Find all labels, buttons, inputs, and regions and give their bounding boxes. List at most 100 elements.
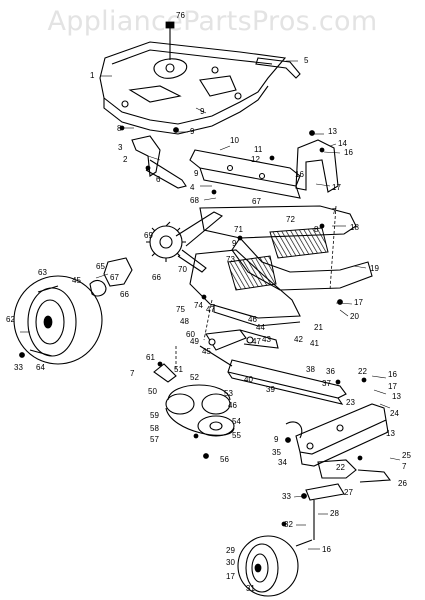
callout: 64 bbox=[36, 363, 45, 372]
callout: 7 bbox=[130, 369, 135, 378]
callout: 1 bbox=[90, 71, 95, 80]
side-rail bbox=[189, 205, 373, 327]
callout: 75 bbox=[176, 305, 185, 314]
callout: 55 bbox=[232, 431, 241, 440]
callout: 17 bbox=[388, 382, 397, 391]
callout: 22 bbox=[358, 367, 367, 376]
callout: 17 bbox=[332, 183, 341, 192]
callout: 73 bbox=[226, 255, 235, 264]
callout: 66 bbox=[120, 290, 129, 299]
front-wheel bbox=[237, 535, 313, 597]
callout: 72 bbox=[286, 215, 295, 224]
axle-bracket bbox=[103, 257, 133, 287]
leader-lines bbox=[20, 60, 401, 550]
callout: 54 bbox=[232, 417, 241, 426]
callout: 8 bbox=[117, 124, 122, 133]
callout: 38 bbox=[306, 365, 315, 374]
callout: 13 bbox=[328, 127, 337, 136]
rear-wheel bbox=[13, 275, 103, 365]
callout: 48 bbox=[180, 317, 189, 326]
callout: 2 bbox=[123, 155, 128, 164]
callout: 16 bbox=[388, 370, 397, 379]
callout: 67 bbox=[110, 273, 119, 282]
callout: 16 bbox=[344, 148, 353, 157]
callout: 18 bbox=[350, 223, 359, 232]
belt-pulley-assembly bbox=[153, 363, 235, 437]
callout: 47 bbox=[206, 305, 215, 314]
callout: 45 bbox=[72, 276, 81, 285]
callout: 53 bbox=[224, 389, 233, 398]
callout: 37 bbox=[322, 379, 331, 388]
callout: 43 bbox=[262, 335, 271, 344]
callout: 10 bbox=[230, 136, 239, 145]
callout: 9 bbox=[232, 239, 237, 248]
callout: 9 bbox=[190, 127, 195, 136]
callout: 31 bbox=[246, 584, 255, 593]
callout: 56 bbox=[220, 455, 229, 464]
front-axle bbox=[295, 403, 389, 467]
callout: 71 bbox=[234, 225, 243, 234]
callout: 76 bbox=[176, 11, 185, 20]
callout: 62 bbox=[6, 315, 15, 324]
callout: 3 bbox=[118, 143, 123, 152]
long-linkage bbox=[199, 345, 347, 405]
callout: 49 bbox=[190, 337, 199, 346]
callout: 34 bbox=[278, 458, 287, 467]
callout: 46 bbox=[248, 315, 257, 324]
callout: 63 bbox=[38, 268, 47, 277]
callout: 5 bbox=[304, 56, 309, 65]
callout: 6 bbox=[156, 175, 161, 184]
callout: 51 bbox=[174, 365, 183, 374]
callout: 16 bbox=[295, 170, 304, 179]
callout: 59 bbox=[150, 411, 159, 420]
pivot-arm bbox=[205, 329, 279, 351]
callout: 9 bbox=[194, 169, 199, 178]
callout: 17 bbox=[354, 298, 363, 307]
callout: 9 bbox=[200, 107, 205, 116]
callout: 27 bbox=[344, 488, 353, 497]
callout: 47 bbox=[252, 337, 261, 346]
callout: 8 bbox=[314, 225, 319, 234]
callout: 42 bbox=[294, 335, 303, 344]
callout: 22 bbox=[336, 463, 345, 472]
dashed-guide bbox=[203, 299, 213, 341]
callout: 74 bbox=[194, 301, 203, 310]
callout: 41 bbox=[310, 339, 319, 348]
callout: 50 bbox=[148, 387, 157, 396]
callout: 52 bbox=[190, 373, 199, 382]
dashed-guide bbox=[329, 205, 337, 291]
callout: 26 bbox=[398, 479, 407, 488]
callout: 58 bbox=[150, 424, 159, 433]
callout: 30 bbox=[226, 558, 235, 567]
hardware-fasteners bbox=[19, 125, 367, 527]
callout: 7 bbox=[402, 462, 407, 471]
callout: 7 bbox=[332, 207, 337, 216]
callout: 68 bbox=[190, 196, 199, 205]
watermark: AppliancePartsPros.com bbox=[47, 6, 378, 37]
callout: 12 bbox=[251, 155, 260, 164]
callout: 25 bbox=[402, 451, 411, 460]
shift-lever bbox=[255, 57, 301, 79]
callout: 24 bbox=[390, 409, 399, 418]
callout: 60 bbox=[186, 330, 195, 339]
callout: 33 bbox=[282, 492, 291, 501]
callout: 32 bbox=[284, 520, 293, 529]
callout: 11 bbox=[254, 145, 263, 154]
callout: 21 bbox=[314, 323, 323, 332]
callout: 61 bbox=[146, 353, 155, 362]
sprocket-assembly bbox=[146, 211, 223, 273]
callout-numbers: 76 1 5 8 9 9 3 2 6 9 10 11 12 13 14 16 1… bbox=[6, 11, 411, 593]
callout: 23 bbox=[346, 398, 355, 407]
callout: 40 bbox=[244, 375, 253, 384]
callout: 36 bbox=[326, 367, 335, 376]
rear-bracket bbox=[131, 135, 187, 189]
callout: 65 bbox=[96, 262, 105, 271]
callout: 39 bbox=[266, 385, 275, 394]
callout: 17 bbox=[226, 572, 235, 581]
chassis-frame bbox=[99, 21, 287, 135]
callout: 69 bbox=[144, 231, 153, 240]
callout: 29 bbox=[226, 546, 235, 555]
callout: 45 bbox=[202, 347, 211, 356]
callout: 67 bbox=[252, 197, 261, 206]
